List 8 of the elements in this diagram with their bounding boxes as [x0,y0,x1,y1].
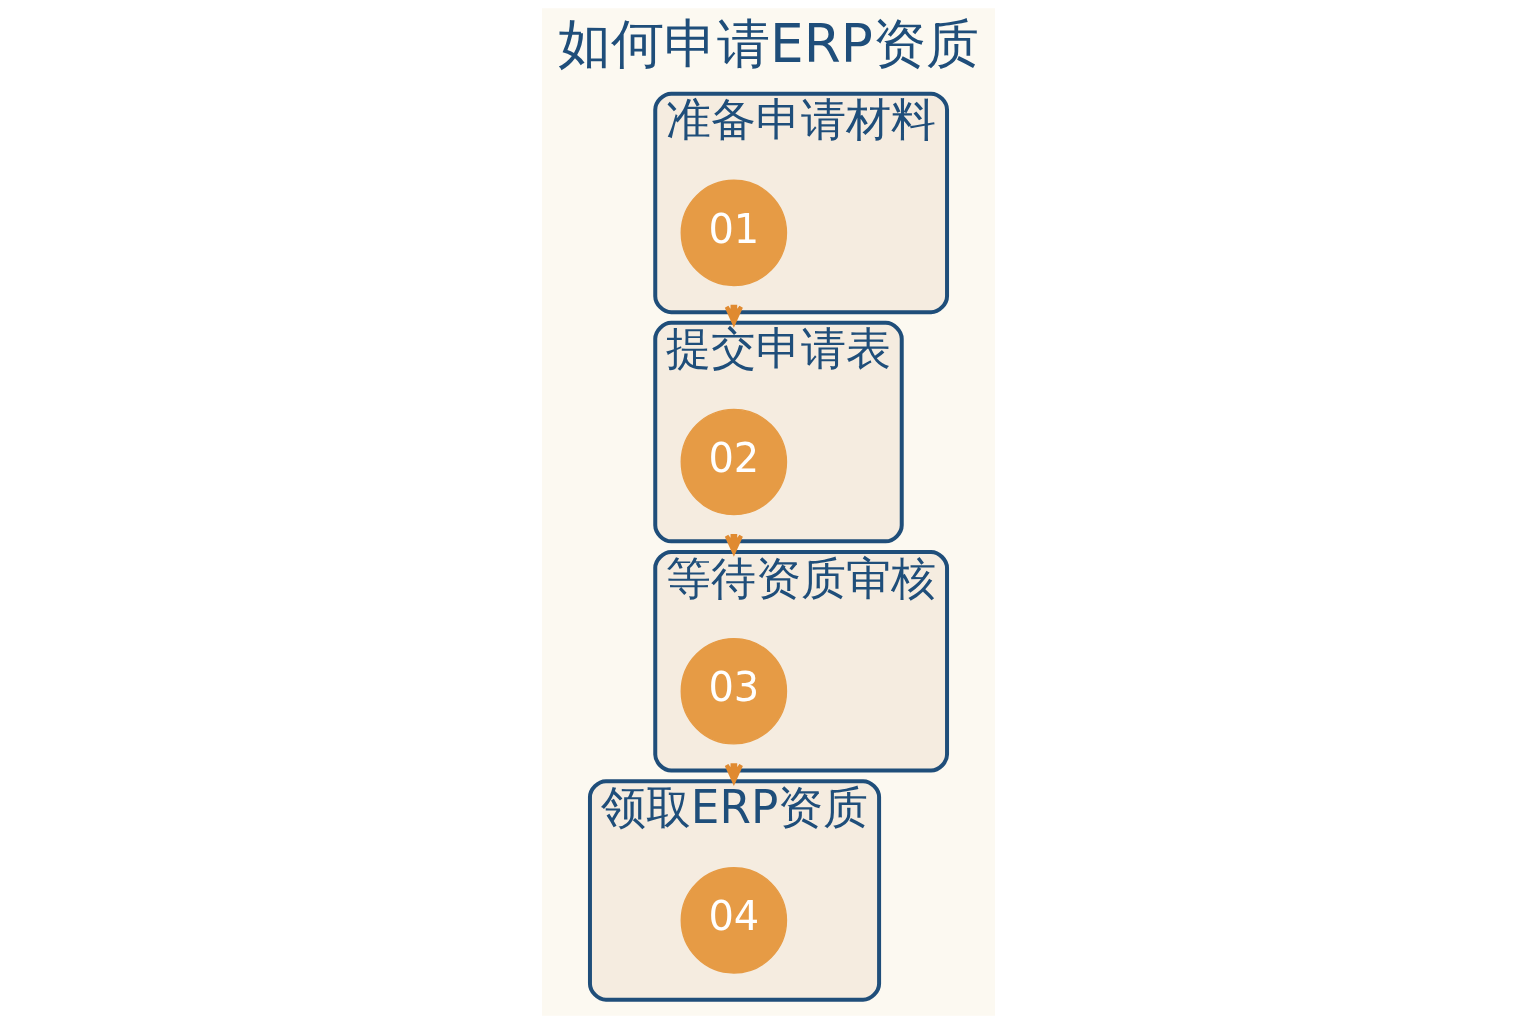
node-circle: 04 [680,867,787,974]
node-circle: 03 [680,637,787,745]
node-circle: 02 [680,408,787,516]
arrow [724,763,743,784]
node-circle: 01 [680,179,787,287]
diagram-title: 如何申请ERP资质 [557,12,979,75]
arrow [724,534,743,554]
arrow [724,304,743,325]
